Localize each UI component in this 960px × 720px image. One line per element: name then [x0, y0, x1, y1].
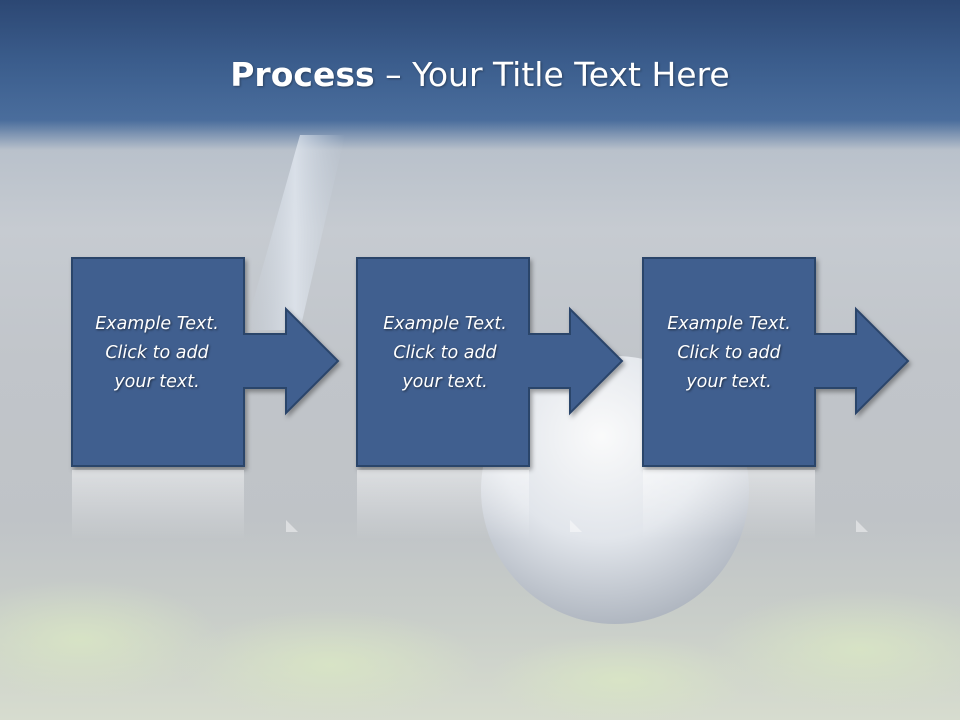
process-step-2[interactable]: [356, 257, 624, 540]
step-2-line-3: your text.: [402, 372, 488, 392]
step-3-reflection: [643, 470, 815, 540]
step-1-reflection: [72, 470, 244, 540]
step-3-line-1: Example Text.: [667, 314, 791, 334]
title-rest: Your Title Text Here: [412, 55, 730, 94]
process-step-3[interactable]: [642, 257, 910, 540]
step-2-line-2: Click to add: [393, 343, 497, 363]
step-1-arrow-reflection: [286, 520, 298, 532]
slide-title[interactable]: Process – Your Title Text Here: [0, 54, 960, 96]
step-3-line-2: Click to add: [677, 343, 781, 363]
step-1-line-2: Click to add: [105, 343, 209, 363]
step-2-line-1: Example Text.: [383, 314, 507, 334]
step-1-line-1: Example Text.: [95, 314, 219, 334]
title-separator: –: [374, 55, 413, 94]
step-1-arrow-box: [71, 257, 340, 467]
step-3-text[interactable]: Example Text. Click to add your text.: [642, 310, 816, 397]
step-1-line-3: your text.: [114, 372, 200, 392]
step-2-text[interactable]: Example Text. Click to add your text.: [358, 310, 532, 397]
step-1-text[interactable]: Example Text. Click to add your text.: [70, 310, 244, 397]
step-3-arrow-reflection: [856, 520, 868, 532]
step-2-arrow-box: [356, 257, 624, 467]
step-2-arrow-reflection: [570, 520, 582, 532]
step-3-line-3: your text.: [686, 372, 772, 392]
title-bold-part: Process: [230, 55, 375, 94]
step-3-arrow-box: [642, 257, 910, 467]
step-2-reflection: [357, 470, 529, 540]
process-step-1[interactable]: [71, 257, 340, 540]
